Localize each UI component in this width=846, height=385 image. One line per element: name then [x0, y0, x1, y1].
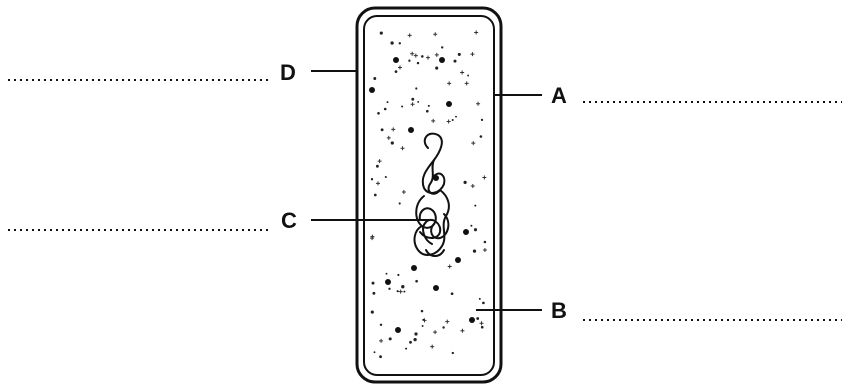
label-a: A [551, 83, 567, 108]
cell-wall [357, 8, 501, 382]
nucleoid-dna [415, 134, 449, 256]
cytoplasm-granules [369, 31, 487, 359]
label-b: B [551, 298, 567, 323]
label-d: D [280, 60, 296, 85]
label-c: C [281, 208, 297, 233]
